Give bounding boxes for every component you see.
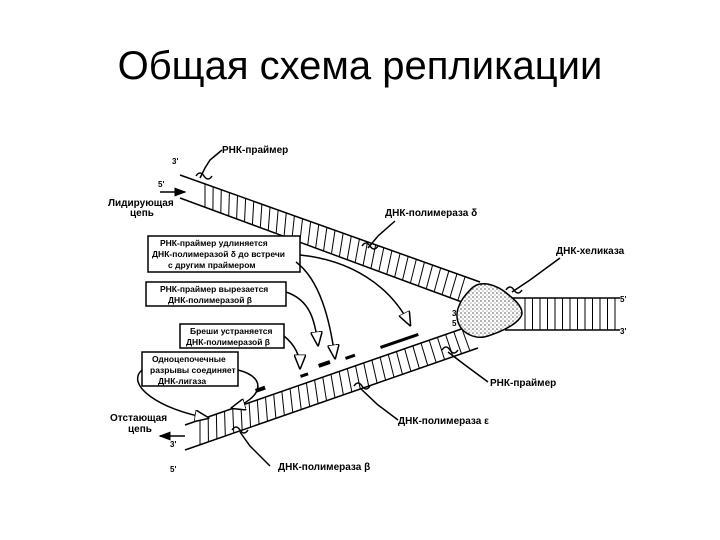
base-pair-rung (244, 198, 247, 222)
base-pair-rung (346, 368, 353, 393)
base-pair-rung (420, 343, 429, 366)
helicase-shape (456, 282, 523, 338)
callout-box-1: РНК-праймер удлиняется ДНК-полимеразой δ… (147, 235, 301, 273)
callout-box-3: Бреши устраняется ДНК-полимеразой β (179, 323, 285, 349)
base-pair-rung (297, 385, 302, 410)
base-pair-rung (267, 207, 271, 231)
svg-text:с другим праймером: с другим праймером (168, 260, 256, 270)
label-dna-helicase: ДНК-хеликаза (556, 246, 625, 257)
svg-text:ДНК-полимеразой δ до встречи: ДНК-полимеразой δ до встречи (152, 249, 285, 259)
base-pair-rung (404, 348, 412, 372)
base-pair-rung (283, 213, 287, 237)
base-pair-rung (315, 224, 320, 248)
base-pair-rung (289, 388, 294, 413)
base-pair-rung (305, 382, 311, 407)
base-pair-rung (453, 331, 463, 355)
parental-duplex (505, 297, 620, 331)
svg-text:РНК-праймер удлиняется: РНК-праймер удлиняется (160, 238, 268, 248)
base-pair-rung (228, 192, 230, 216)
base-pair-rung (307, 221, 312, 245)
lagging-strand-label-1: Отстающая (110, 413, 167, 424)
base-pair-rung (251, 201, 255, 225)
leading-strand-label-2: цепь (130, 208, 154, 219)
end-label-fork-5: 5' (452, 319, 458, 328)
base-pair-rung (428, 340, 437, 363)
base-pair-rung (224, 411, 226, 437)
label-rna-primer-bottom: РНК-праймер (490, 378, 556, 389)
base-pair-rung (417, 262, 425, 286)
base-pair-rung (291, 215, 295, 240)
svg-text:Одноцепочечные: Одноцепочечные (152, 354, 226, 364)
svg-text:Бреши устраняется: Бреши устраняется (190, 326, 273, 336)
base-pair-rung (338, 371, 344, 396)
svg-text:РНК-праймер вырезается: РНК-праймер вырезается (160, 284, 268, 294)
base-pair-rung (433, 268, 442, 292)
base-pair-rung (461, 328, 471, 352)
base-pair-rung (445, 334, 454, 358)
base-pair-rung (275, 210, 279, 234)
base-pair-rung (363, 363, 370, 387)
base-pair-rung (323, 227, 328, 251)
svg-text:ДНК-полимеразой β: ДНК-полимеразой β (186, 337, 270, 347)
base-pair-rung (240, 405, 243, 431)
base-pair-rung (441, 271, 450, 295)
base-pair-rung (331, 230, 336, 254)
svg-text:разрывы соединяет: разрывы соединяет (150, 365, 236, 375)
end-label-fork-3: 3' (452, 309, 458, 318)
end-label-top-3: 3' (172, 157, 178, 166)
base-pair-rung (402, 256, 409, 280)
base-pair-rung (378, 247, 385, 272)
base-pair-rung (387, 354, 395, 378)
base-pair-rung (281, 391, 285, 416)
end-label-right-5: 5' (620, 295, 626, 304)
base-pair-rung (355, 365, 361, 390)
label-dna-pol-beta: ДНК-полимераза β (278, 462, 370, 473)
base-pair-rung (265, 397, 268, 422)
base-pair-rung (412, 345, 420, 369)
base-pair-rung (379, 357, 387, 381)
label-rna-primer-top: РНК-праймер (222, 145, 288, 156)
base-pair-rung (386, 250, 393, 274)
process-arrows (136, 254, 410, 418)
base-pair-rung (256, 400, 260, 425)
base-pair-rung (449, 273, 458, 298)
leading-strand-duplex (179, 174, 481, 306)
base-pair-rung (273, 394, 277, 419)
base-pair-rung (371, 360, 378, 384)
base-pair-rung (394, 253, 401, 277)
end-label-bottom-5: 5' (170, 465, 176, 474)
base-pair-rung (322, 377, 328, 402)
leading-strand-label-1: Лидирующая (108, 198, 174, 209)
base-pair-rung (338, 233, 344, 257)
base-pair-rung (354, 239, 360, 263)
base-pair-rung (457, 276, 466, 301)
lagging-strand-label-2: цепь (128, 424, 152, 435)
base-pair-rung (314, 380, 319, 404)
base-pair-rung (410, 259, 417, 283)
end-label-right-3: 3' (620, 327, 626, 336)
base-pair-rung (236, 195, 238, 219)
svg-text:ДНК-полимеразой β: ДНК-полимеразой β (168, 295, 252, 305)
label-dna-pol-delta: ДНК-полимераза δ (385, 208, 477, 219)
base-pair-rung (346, 236, 352, 260)
base-pair-rung (330, 374, 336, 399)
callout-box-4: Одноцепочечные разрывы соединяет ДНК-лиг… (141, 351, 239, 387)
page-title: Общая схема репликации (117, 44, 603, 88)
base-pair-rung (248, 402, 252, 428)
base-pair-rung (425, 265, 433, 289)
base-pair-rung (362, 242, 368, 266)
end-label-bottom-3: 3' (170, 440, 176, 449)
base-pair-rung (215, 414, 218, 440)
callout-box-2: РНК-праймер вырезается ДНК-полимеразой β (145, 281, 287, 307)
svg-text:ДНК-лигаза: ДНК-лигаза (158, 376, 206, 386)
base-pair-rung (259, 204, 263, 228)
base-pair-rung (396, 351, 403, 375)
base-pair-rung (436, 337, 446, 360)
label-dna-pol-epsilon: ДНК-полимераза ε (398, 416, 489, 427)
end-label-top-5: 5' (158, 180, 164, 189)
